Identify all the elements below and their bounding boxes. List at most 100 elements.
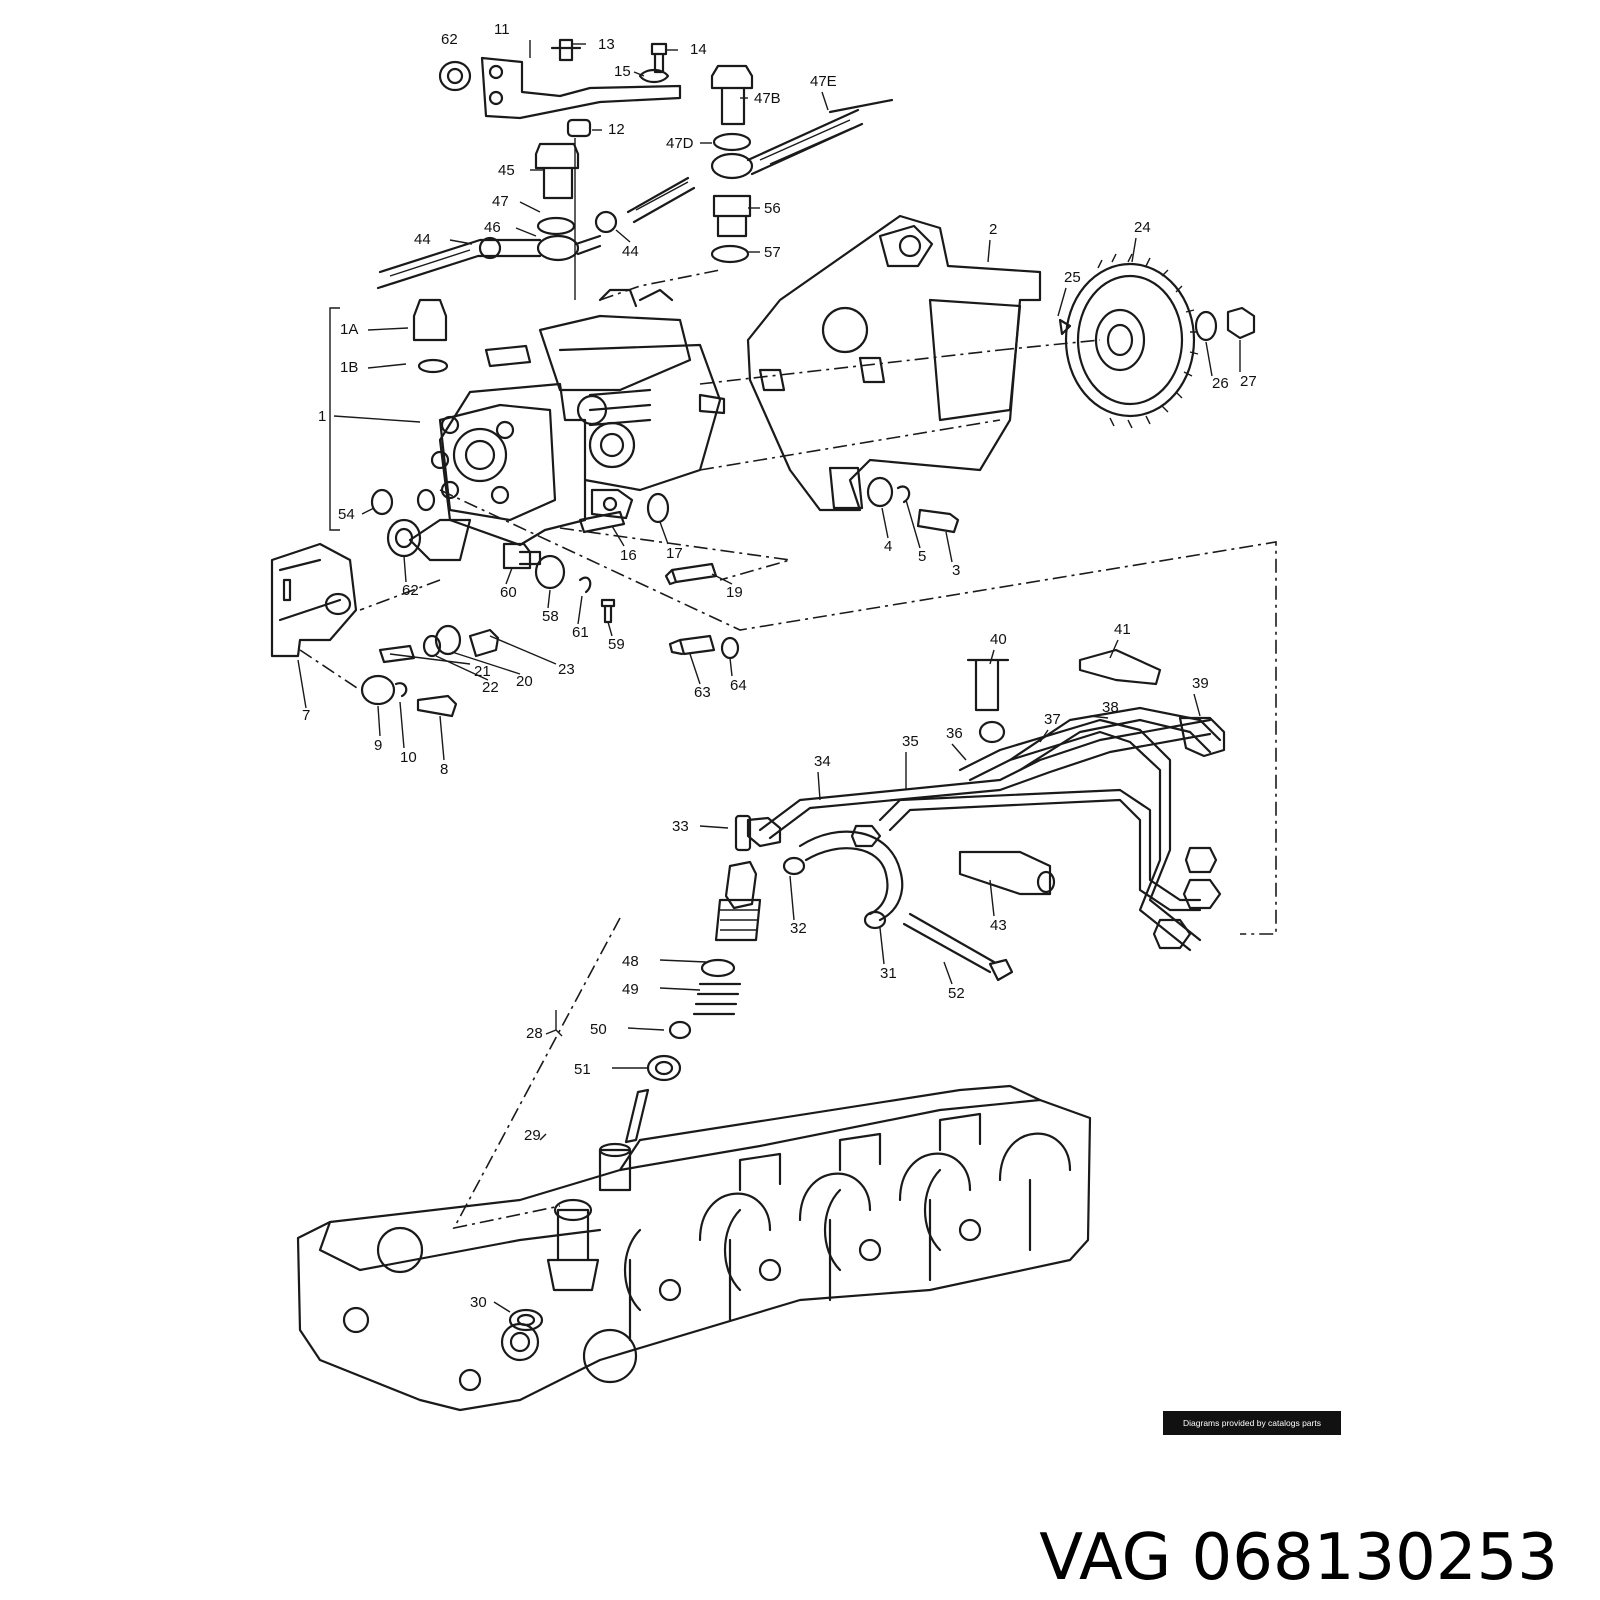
cylinder-head	[296, 1084, 1092, 1412]
callout-20: 20	[516, 673, 533, 690]
leader-line	[435, 655, 489, 681]
callout-45: 45	[498, 162, 515, 179]
callout-26: 26	[1212, 375, 1229, 392]
callout-28: 28	[526, 1025, 543, 1042]
leader-line	[493, 1301, 511, 1313]
leader-line	[377, 705, 381, 737]
callout-25: 25	[1064, 269, 1081, 286]
leader-line	[699, 825, 729, 829]
leader-line	[1131, 237, 1137, 263]
callout-1: 1	[318, 408, 326, 425]
leader-line	[817, 771, 821, 801]
leader-line	[367, 363, 407, 369]
callout-4: 4	[884, 538, 892, 555]
callout-17: 17	[666, 545, 683, 562]
banjo-bolt-47B	[710, 64, 894, 264]
injection-lines	[746, 648, 1226, 952]
callout-16: 16	[620, 547, 637, 564]
callout-43: 43	[990, 917, 1007, 934]
callout-labels: 62 11 13 14 15 47B 47E 12 47D 45 47 46 4…	[302, 21, 1257, 1311]
callout-44-left: 44	[414, 231, 431, 248]
leader-line	[943, 961, 953, 985]
part-caption: VAG 068130253	[0, 1522, 1558, 1594]
leader-line	[945, 531, 953, 563]
leader-line	[821, 91, 829, 111]
leader-line	[989, 879, 995, 917]
leader-line	[489, 635, 557, 665]
callout-64: 64	[730, 677, 747, 694]
callout-54: 54	[338, 506, 355, 523]
leader-line	[987, 239, 991, 263]
callout-10: 10	[400, 749, 417, 766]
callout-62: 62	[441, 31, 458, 48]
leader-line	[367, 327, 409, 331]
support-bracket	[270, 542, 500, 718]
leader-line	[577, 595, 583, 625]
callout-50: 50	[590, 1021, 607, 1038]
callout-7: 7	[302, 707, 310, 724]
callout-15: 15	[614, 63, 631, 80]
callout-21: 21	[474, 663, 491, 680]
leader-line	[615, 229, 631, 243]
leader-line	[399, 701, 405, 749]
leader-line	[439, 715, 445, 761]
callout-58: 58	[542, 608, 559, 625]
callout-62-lower: 62	[402, 582, 419, 599]
injection-pump	[412, 288, 726, 547]
callout-40: 40	[990, 631, 1007, 648]
callout-12: 12	[608, 121, 625, 138]
leader-lines	[297, 40, 1241, 1313]
callout-35: 35	[902, 733, 919, 750]
callout-8: 8	[440, 761, 448, 778]
leader-line	[449, 239, 473, 245]
callout-29: 29	[524, 1127, 541, 1144]
leader-line	[451, 651, 521, 675]
callout-56: 56	[764, 200, 781, 217]
callout-32: 32	[790, 920, 807, 937]
callout-47D: 47D	[666, 135, 694, 152]
callout-13: 13	[598, 36, 615, 53]
leader-line	[659, 959, 707, 963]
callout-22: 22	[482, 679, 499, 696]
leader-line	[633, 71, 645, 77]
callout-23: 23	[558, 661, 575, 678]
leader-line	[515, 227, 537, 237]
leader-line	[297, 659, 307, 709]
callout-59: 59	[608, 636, 625, 653]
callout-47B: 47B	[754, 90, 781, 107]
leader-line	[505, 567, 513, 585]
assembly-lines	[299, 269, 1277, 1230]
part-number: 068130253	[1191, 1521, 1558, 1595]
callout-30: 30	[470, 1294, 487, 1311]
callout-47E: 47E	[810, 73, 837, 90]
injector-stack	[508, 860, 762, 1332]
leader-line	[611, 525, 625, 547]
leader-line	[989, 649, 995, 665]
callout-46: 46	[484, 219, 501, 236]
top-bracket-group	[438, 38, 682, 300]
leader-line	[403, 555, 407, 583]
callout-37: 37	[1044, 711, 1061, 728]
callout-31: 31	[880, 965, 897, 982]
callout-1B: 1B	[340, 359, 358, 376]
leader-line	[1057, 287, 1067, 317]
leader-line	[951, 743, 967, 761]
leader-line	[1039, 729, 1049, 743]
callout-44-right: 44	[622, 243, 639, 260]
callout-38: 38	[1102, 699, 1119, 716]
callout-47: 47	[492, 193, 509, 210]
leader-line	[361, 507, 375, 515]
callout-34: 34	[814, 753, 831, 770]
callout-1A: 1A	[340, 321, 358, 338]
return-hose	[734, 814, 1014, 982]
callout-63: 63	[694, 684, 711, 701]
callout-39: 39	[1192, 675, 1209, 692]
callout-24: 24	[1134, 219, 1151, 236]
leader-line	[711, 573, 733, 585]
leader-line	[607, 621, 613, 637]
leader-line	[333, 415, 421, 423]
leader-line	[1205, 341, 1213, 377]
diagram-credit-badge: Diagrams provided by catalogs parts	[1163, 1411, 1341, 1435]
leader-line	[659, 521, 669, 545]
